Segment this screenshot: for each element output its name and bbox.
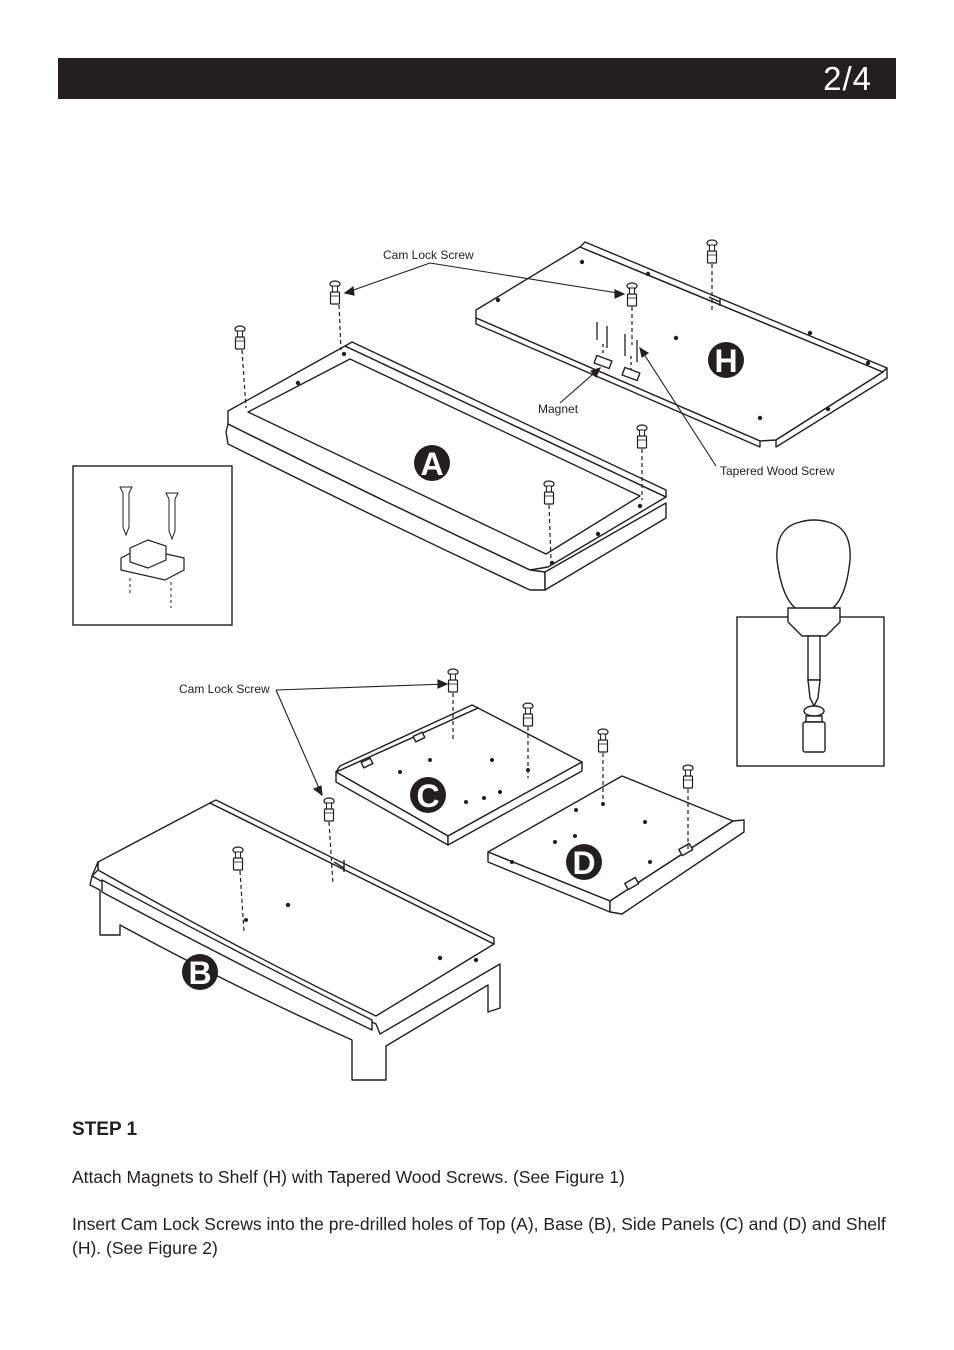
magnet-label: Magnet	[538, 402, 579, 416]
side-panel-d	[487, 775, 745, 915]
shelf-h	[475, 241, 888, 448]
svg-text:B: B	[188, 955, 211, 991]
base-b-cam-screws	[232, 797, 335, 933]
step-paragraph-1: Attach Magnets to Shelf (H) with Tapered…	[72, 1167, 625, 1187]
svg-text:H: H	[714, 343, 737, 379]
step-title: STEP 1	[72, 1119, 138, 1140]
screwdriver-inset	[736, 519, 885, 767]
top-a-cam-screws	[234, 280, 648, 561]
shelf-h-cam-screws	[626, 239, 718, 345]
page-number: 2/4	[823, 60, 872, 97]
part-badge-a: A	[414, 445, 450, 482]
side-panel-c	[335, 704, 583, 846]
step-paragraph-2: Insert Cam Lock Screws into the pre-dril…	[72, 1214, 886, 1258]
callout-lines	[275, 262, 717, 797]
magnet-inset	[72, 465, 233, 626]
tapered-wood-screws	[596, 322, 638, 370]
side-c-cam-screws	[447, 668, 534, 778]
assembly-figure: Cam Lock Screw Magnet Tapered Wood Screw…	[72, 239, 888, 1081]
part-badge-c: C	[410, 777, 446, 814]
svg-text:A: A	[420, 446, 443, 482]
cam-lock-label-bottom: Cam Lock Screw	[179, 682, 270, 696]
side-d-cam-screws	[597, 728, 694, 850]
part-badge-d: D	[566, 844, 602, 881]
header-bar: 2/4	[58, 58, 896, 99]
part-badge-b: B	[182, 954, 218, 991]
part-badge-h: H	[708, 342, 744, 379]
cam-lock-label-top: Cam Lock Screw	[383, 248, 474, 262]
svg-text:D: D	[572, 845, 595, 881]
tapered-screw-label: Tapered Wood Screw	[720, 464, 835, 478]
base-panel-b	[89, 799, 501, 1081]
svg-text:C: C	[416, 778, 439, 814]
